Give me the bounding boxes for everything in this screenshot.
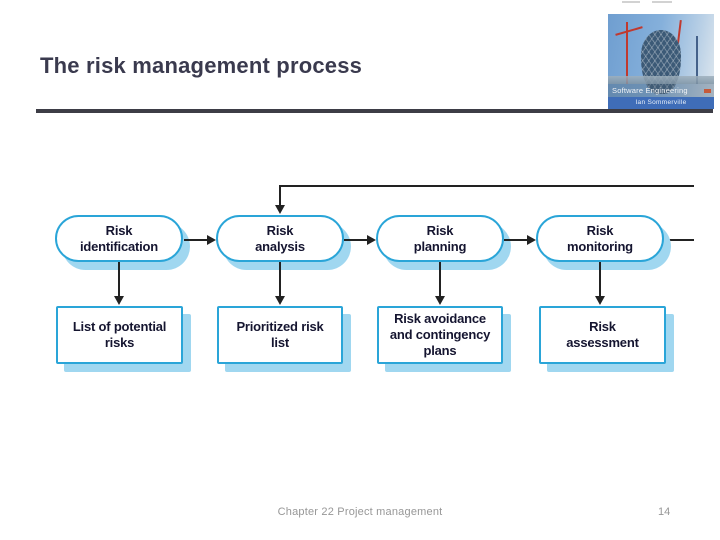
stage-risk-identification: Risk identification (55, 215, 183, 262)
artifact-dash (622, 1, 640, 3)
arrow-head-icon (114, 296, 124, 305)
feedback-line-top (279, 185, 694, 187)
output-list-of-potential-risks: List of potential risks (56, 306, 183, 364)
arrow-shaft (118, 262, 120, 297)
arrow-analysis-to-planning (344, 235, 376, 245)
arrow-to-avoidance-plans (435, 262, 445, 305)
arrow-shaft (504, 239, 528, 241)
output-avoidance-contingency-plans: Risk avoidance and contingency plans (377, 306, 503, 364)
feedback-arrow-into-analysis (275, 186, 285, 214)
artifact-dash (652, 1, 672, 3)
arrow-head-icon (367, 235, 376, 245)
arrow-head-icon (435, 296, 445, 305)
stage-risk-analysis: Risk analysis (216, 215, 344, 262)
arrow-head-icon (275, 205, 285, 214)
footer-chapter-label: Chapter 22 Project management (277, 506, 443, 518)
book-author: Ian Sommerville (608, 97, 714, 109)
crane-icon (696, 36, 698, 84)
city-skyline (608, 76, 714, 84)
arrow-shaft (184, 239, 208, 241)
arrow-planning-to-monitoring (504, 235, 536, 245)
crane-icon (626, 22, 628, 84)
page-title: The risk management process (40, 53, 363, 78)
book-cover-image: Software Engineering Ian Sommerville (608, 14, 714, 109)
edition-badge (704, 89, 711, 93)
arrow-shaft (344, 239, 368, 241)
book-title: Software Engineering (608, 84, 714, 97)
title-underline (36, 109, 713, 113)
arrow-shaft (439, 262, 441, 297)
arrow-head-icon (527, 235, 536, 245)
arrow-head-icon (595, 296, 605, 305)
crane-icon (615, 26, 643, 36)
arrow-shaft (599, 262, 601, 297)
footer-page-number: 14 (658, 506, 671, 518)
arrow-to-risk-assessment (595, 262, 605, 305)
output-risk-assessment: Risk assessment (539, 306, 666, 364)
arrow-shaft (279, 262, 281, 297)
arrow-identification-to-analysis (184, 235, 216, 245)
arrow-to-potential-risks (114, 262, 124, 305)
feedback-line-from-monitoring (664, 239, 694, 241)
arrow-head-icon (275, 296, 285, 305)
stage-risk-planning: Risk planning (376, 215, 504, 262)
output-prioritized-risk-list: Prioritized risk list (217, 306, 343, 364)
arrow-shaft (279, 186, 281, 206)
arrow-head-icon (207, 235, 216, 245)
arrow-to-prioritized-list (275, 262, 285, 305)
stage-risk-monitoring: Risk monitoring (536, 215, 664, 262)
